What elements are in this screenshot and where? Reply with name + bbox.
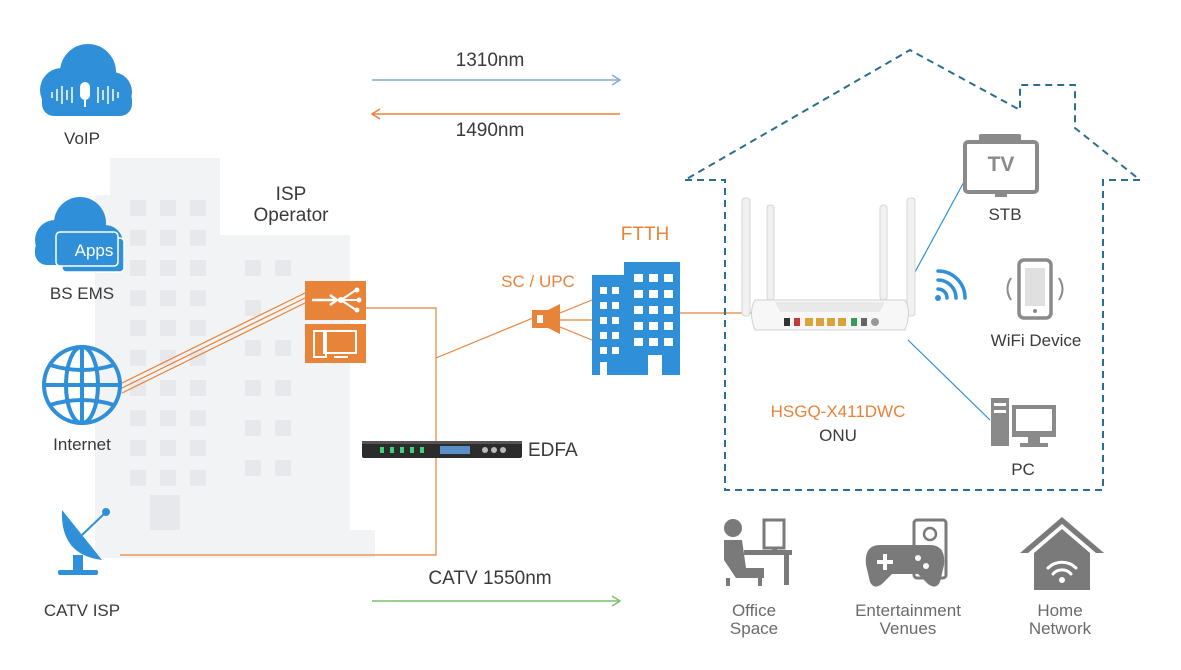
catv-wavelength-label: CATV 1550nm	[428, 568, 552, 589]
downstream-wavelength-label: 1490nm	[455, 120, 525, 141]
house-outline	[684, 48, 1143, 491]
edfa-label: EDFA	[528, 440, 578, 461]
wifi-signal-icon	[935, 269, 967, 301]
isp-label-line1: ISP	[275, 184, 307, 205]
voip-cloud-icon	[40, 44, 132, 116]
tv-icon-text: TV	[987, 153, 1015, 176]
scenario-entertainment-line1: Entertainment	[855, 601, 961, 620]
ftth-label: FTTH	[620, 224, 670, 245]
upstream-arrow	[372, 74, 622, 86]
isp-switch-icon	[305, 281, 366, 320]
office-space-icon	[724, 518, 792, 586]
scenario-entertainment-label: Entertainment Venues	[855, 602, 961, 638]
bs-ems-label: BS EMS	[49, 284, 115, 303]
scenario-home-label: Home Network	[1029, 602, 1091, 638]
downstream-arrow	[370, 108, 620, 120]
isp-operator-label: ISP Operator	[254, 184, 329, 226]
smartphone-icon	[1006, 258, 1064, 320]
sc-upc-connector-icon	[532, 304, 560, 334]
onu-router-icon	[741, 197, 916, 331]
edfa-device-icon	[362, 441, 522, 458]
scenario-entertainment-line2: Venues	[879, 619, 937, 638]
apps-cloud-icon	[35, 197, 125, 273]
internet-label: Internet	[53, 435, 111, 454]
catv-arrow	[372, 595, 622, 607]
scenario-home-line1: Home	[1037, 601, 1083, 620]
ftth-building-icon	[592, 262, 680, 375]
catv-isp-label: CATV ISP	[43, 601, 121, 620]
tv-icon	[963, 134, 1039, 197]
onu-label: ONU	[819, 426, 857, 445]
lan-links	[907, 179, 991, 421]
pc-label: PC	[1011, 460, 1035, 479]
upstream-wavelength-label: 1310nm	[455, 50, 525, 71]
isp-label-line2: Operator	[253, 205, 329, 226]
satellite-dish-icon	[58, 508, 110, 575]
pc-icon	[991, 398, 1056, 447]
voip-label: VoIP	[64, 129, 100, 148]
scenario-office-line2: Space	[729, 619, 779, 638]
wifi-device-label: WiFi Device	[990, 331, 1082, 350]
scenario-home-line2: Network	[1028, 619, 1092, 638]
entertainment-venues-icon	[865, 518, 948, 587]
stb-label: STB	[988, 205, 1022, 224]
scenario-office-line1: Office	[731, 601, 777, 620]
home-network-icon	[1020, 517, 1104, 590]
sc-upc-label: SC / UPC	[501, 272, 575, 291]
scenario-office-label: Office Space	[730, 602, 778, 638]
onu-model-label: HSGQ-X411DWC	[770, 402, 906, 421]
internet-globe-icon	[42, 345, 122, 425]
apps-icon-text: Apps	[74, 241, 114, 260]
isp-server-icon	[305, 324, 366, 363]
